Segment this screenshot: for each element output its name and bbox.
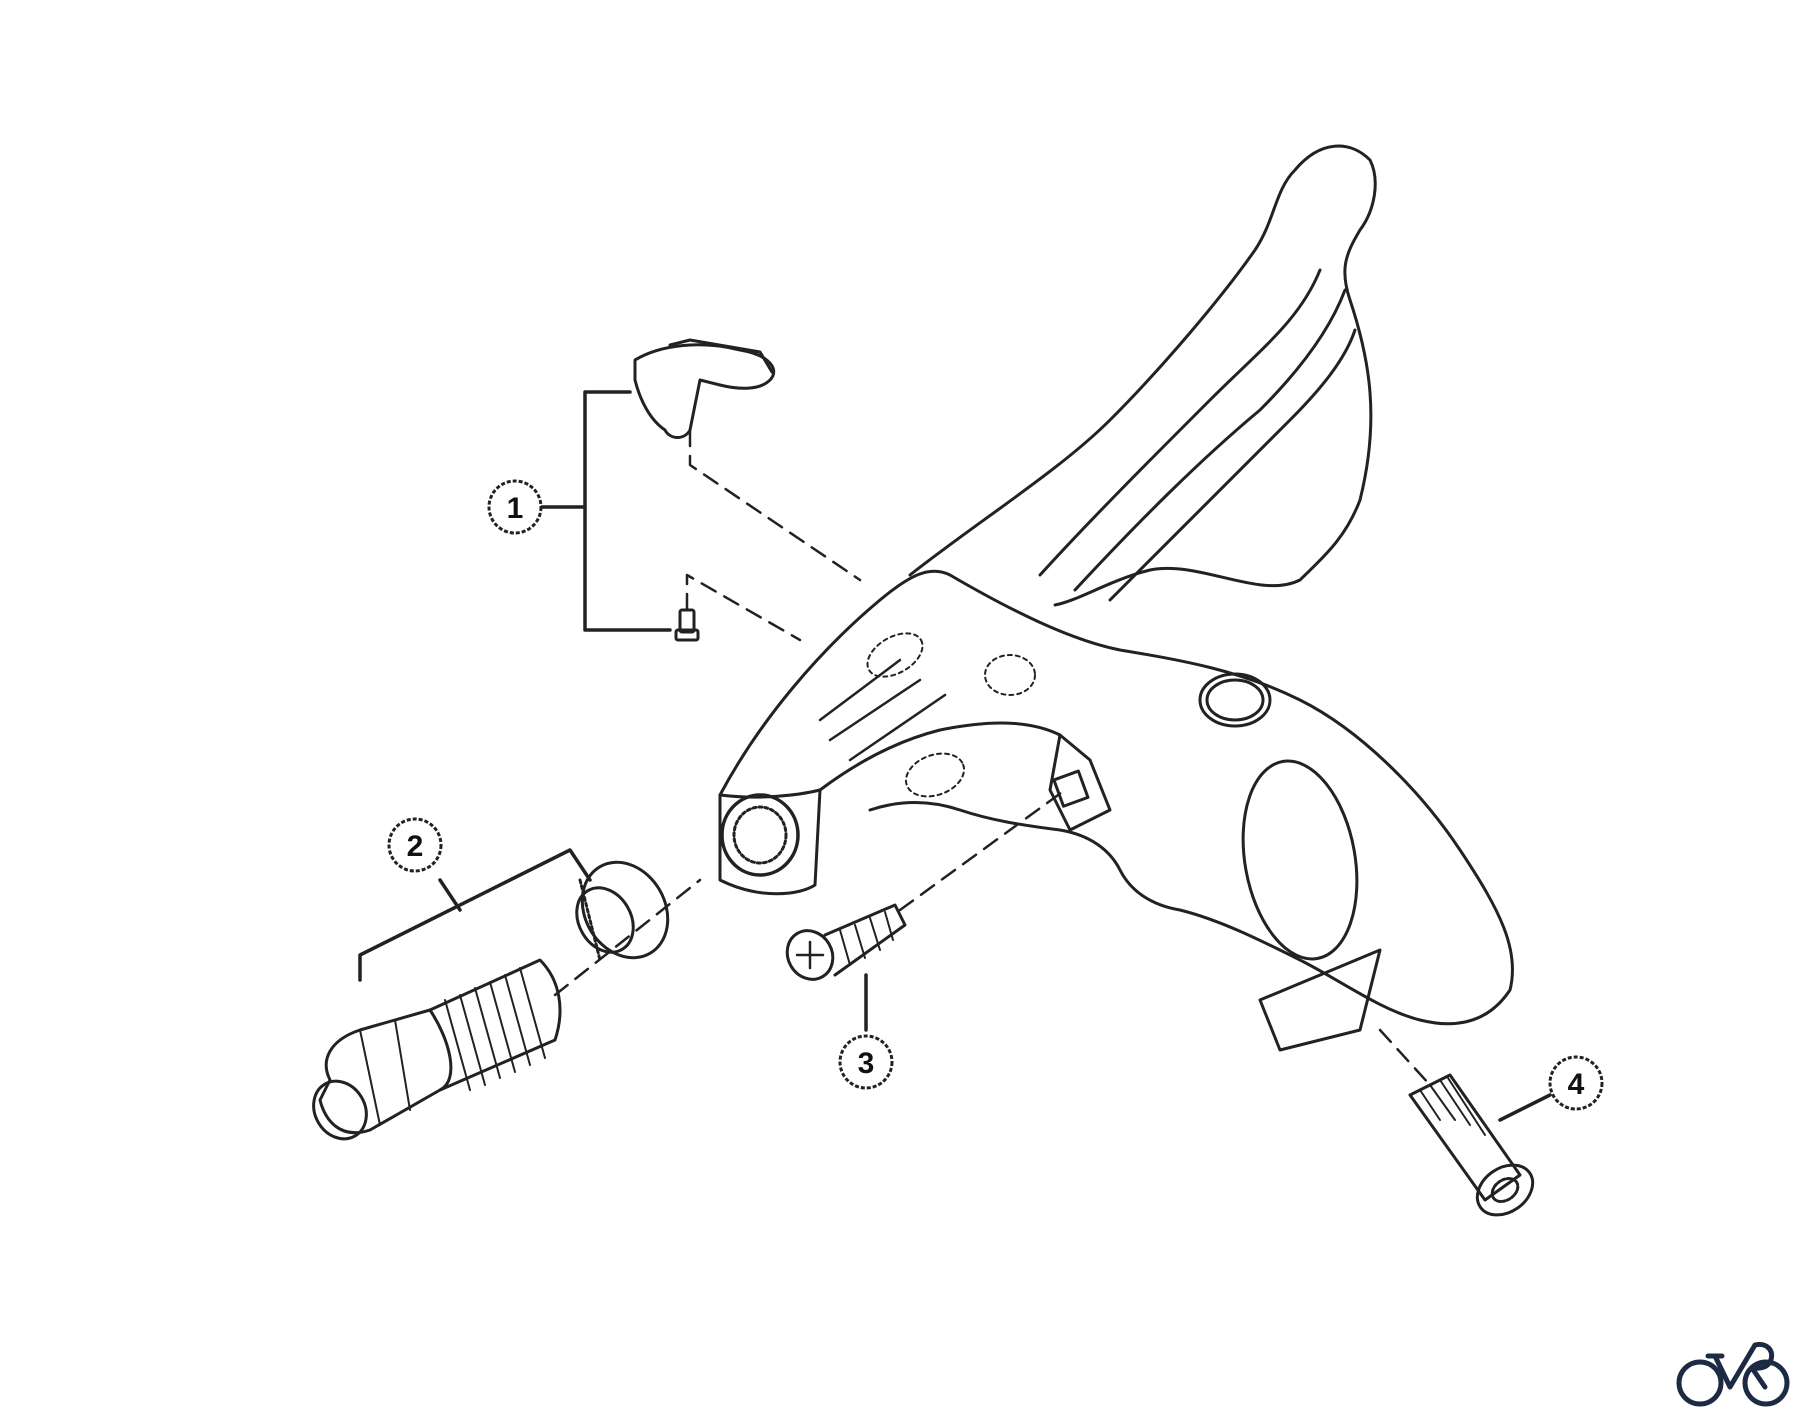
bicycle-logo-icon xyxy=(1676,1341,1790,1407)
lever-body xyxy=(718,569,1515,1052)
part-3-screw xyxy=(785,788,1067,1032)
callout-4-label: 4 xyxy=(1568,1068,1585,1101)
callout-1-label: 1 xyxy=(507,492,524,525)
part-4-clamp-bolt xyxy=(1378,1028,1552,1217)
callout-2: 2 xyxy=(387,817,443,873)
callout-4: 4 xyxy=(1548,1055,1604,1111)
lever-blade xyxy=(908,144,1377,607)
part-1-reach-adjust xyxy=(533,338,862,642)
part-2-adjusting-barrel xyxy=(312,848,702,1141)
callout-1: 1 xyxy=(487,479,543,535)
callout-2-label: 2 xyxy=(407,830,424,863)
callout-3-label: 3 xyxy=(858,1047,875,1080)
callout-3: 3 xyxy=(838,1034,894,1090)
